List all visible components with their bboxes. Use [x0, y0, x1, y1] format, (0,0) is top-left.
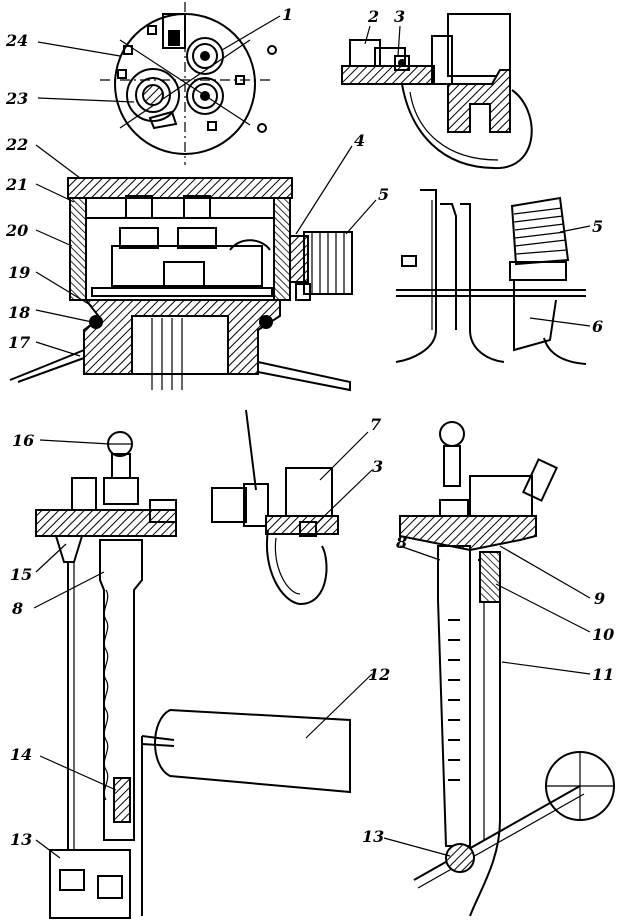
callout-24: 24	[5, 31, 28, 50]
callout-14: 14	[10, 745, 32, 764]
float-arm-detail-top	[341, 13, 533, 170]
callout-7: 7	[370, 415, 381, 434]
callout-8: 8	[11, 599, 23, 618]
callout-18: 18	[8, 303, 30, 322]
callout-11: 11	[592, 665, 614, 684]
callout-12: 12	[368, 665, 390, 684]
callout-22: 22	[5, 135, 28, 154]
callout-21: 21	[5, 175, 28, 194]
callout-20: 20	[5, 221, 28, 240]
level-gauge-right	[399, 421, 615, 917]
callout-23: 23	[5, 89, 28, 108]
callout-5b: 5	[592, 217, 603, 236]
callout-labels: 1 2 3 4 5 5 6 7 3 8 8 9 10 11 12 13 13 1…	[5, 5, 614, 849]
callout-13b: 13	[362, 827, 384, 846]
callout-13: 13	[10, 830, 32, 849]
housing-section	[9, 177, 353, 392]
callout-3b: 3	[372, 457, 383, 476]
callout-9: 9	[594, 589, 605, 608]
sensor-head-top-view	[100, 2, 277, 165]
callout-5: 5	[378, 185, 389, 204]
callout-4: 4	[354, 131, 365, 150]
callout-19: 19	[8, 263, 30, 282]
bracket-detail	[395, 189, 587, 365]
callout-2: 2	[367, 7, 379, 26]
callout-8b: 8	[395, 533, 407, 552]
callout-1: 1	[282, 5, 293, 24]
level-gauge-left	[35, 431, 351, 919]
callout-3: 3	[394, 7, 405, 26]
float-arm-detail-center	[211, 409, 339, 606]
leader-lines	[33, 15, 591, 859]
callout-10: 10	[592, 625, 614, 644]
callout-17: 17	[8, 333, 30, 352]
callout-6: 6	[592, 317, 603, 336]
callout-16: 16	[12, 431, 34, 450]
callout-15: 15	[10, 565, 32, 584]
